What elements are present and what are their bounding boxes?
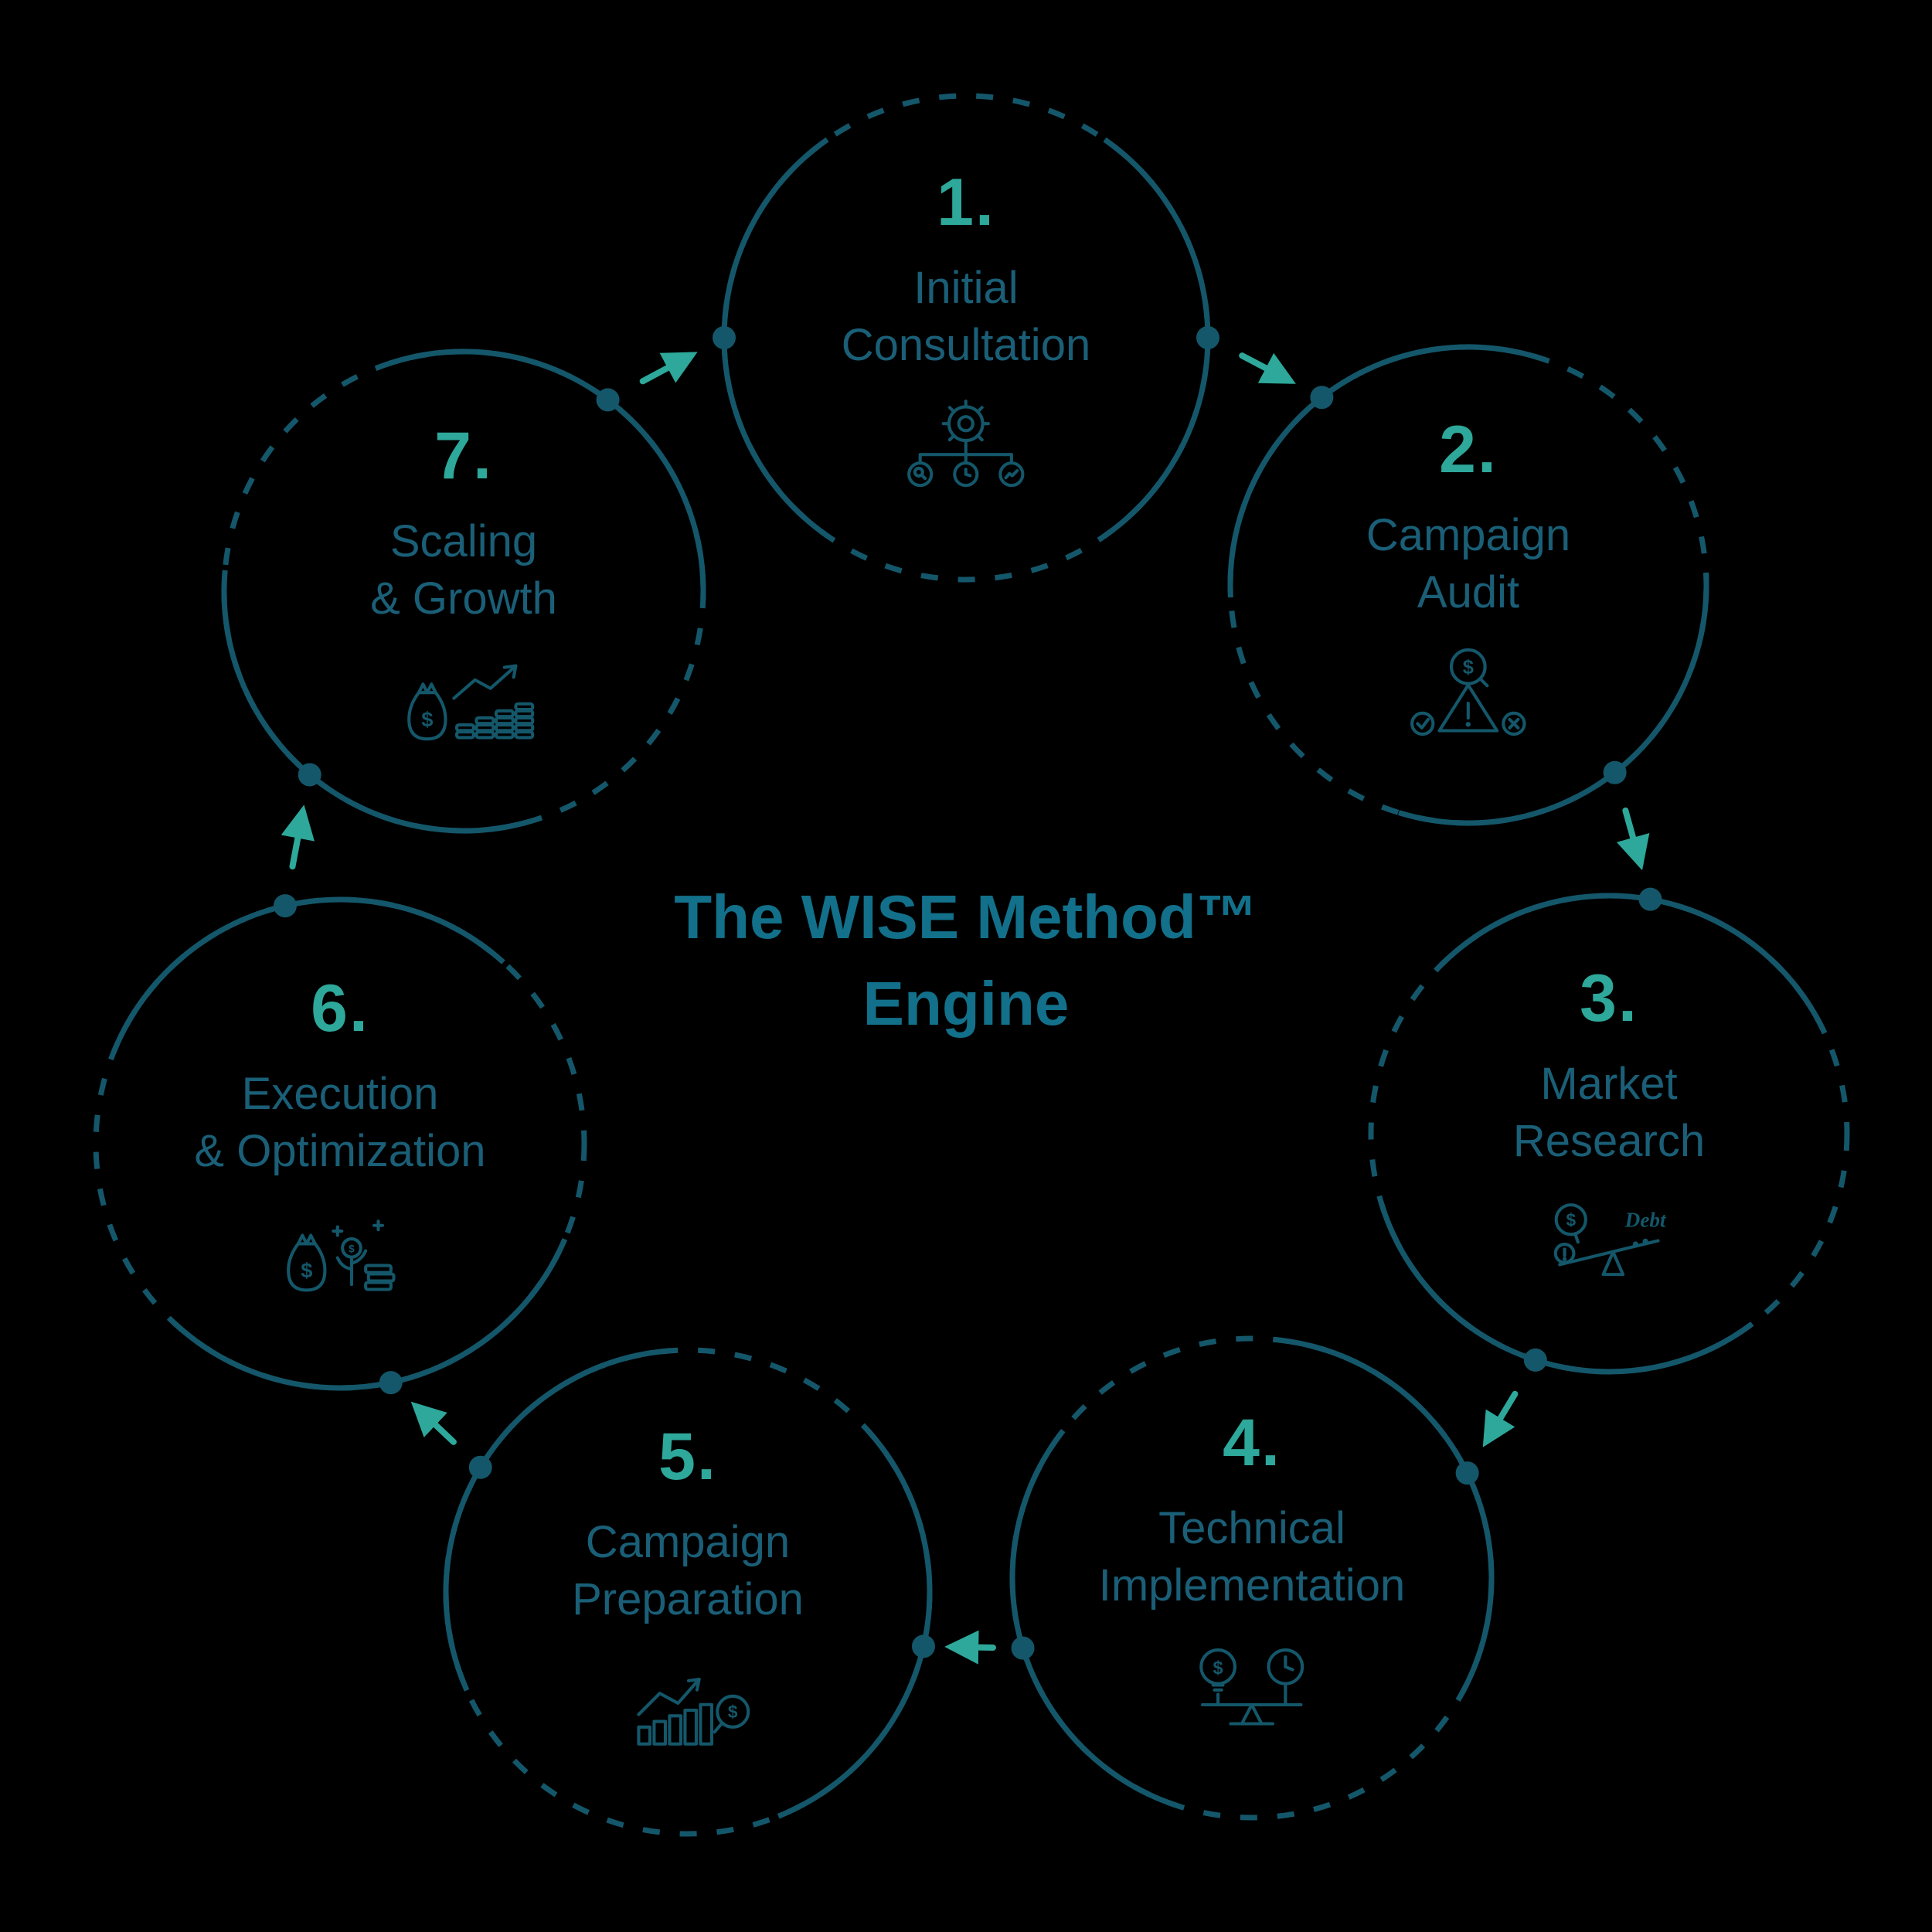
step-label-line: & Growth [370, 573, 557, 624]
step-number: 1. [937, 165, 995, 240]
connector-dot [713, 326, 736, 349]
flow-arrow [944, 1630, 996, 1665]
debt-word: Debt [1624, 1209, 1667, 1232]
step-label-line: Campaign [585, 1516, 791, 1567]
connector-dot [911, 1634, 935, 1658]
connector-dot [1196, 326, 1219, 349]
dollar-glyph: $ [1213, 1658, 1223, 1679]
step-number: 4. [1223, 1405, 1281, 1480]
connector-dot [1455, 1461, 1479, 1485]
step-label-line: Preparation [572, 1574, 804, 1624]
step-label-line: Technical [1158, 1502, 1345, 1553]
connector-dot [1523, 1348, 1547, 1372]
step-campaign-audit: 2. Campaign Audit $ [1366, 412, 1570, 758]
step-initial-consultation: 1. Initial Consultation [842, 165, 1090, 511]
step-label: Market Research [1513, 1056, 1705, 1170]
gear-network-icon [889, 394, 1043, 511]
money-time-balance-icon: $ [1175, 1634, 1329, 1751]
step-scaling-growth: 7. Scaling & Growth $ [370, 418, 557, 764]
step-circle-solid-arc [721, 137, 829, 539]
investment-growth-icon: $ $ [263, 1200, 417, 1317]
money-scaling-icon: $ [386, 648, 541, 764]
diagram-title-line: Engine [862, 969, 1070, 1038]
step-label-line: Scaling [389, 515, 538, 566]
flow-arrow [1482, 1390, 1519, 1447]
connector-dot [273, 894, 297, 918]
step-label-line: Audit [1417, 567, 1520, 617]
flow-arrow [410, 1401, 457, 1445]
dollar-glyph: $ [421, 707, 433, 731]
audit-warning-icon: $ [1391, 641, 1546, 758]
flow-arrow [1239, 352, 1296, 384]
step-label-line: Market [1540, 1058, 1678, 1109]
connector-dot [1310, 386, 1334, 410]
step-label: Scaling & Growth [370, 513, 557, 628]
step-label-line: Campaign [1366, 509, 1571, 560]
step-number: 6. [311, 971, 369, 1046]
step-label-line: & Optimization [194, 1126, 486, 1176]
connector-dot [596, 388, 620, 412]
connector-dot [1603, 760, 1627, 784]
step-market-research: 3. Market Research $ Debt [1513, 961, 1705, 1307]
flow-arrow [639, 352, 698, 385]
step-number: 5. [658, 1419, 717, 1494]
connector-dot [468, 1455, 492, 1479]
step-label: Campaign Preparation [572, 1514, 804, 1628]
connector-dot [298, 763, 321, 787]
step-label-line: Consultation [841, 320, 1091, 370]
step-campaign-preparation: 5. Campaign Preparation $ [572, 1419, 804, 1765]
debt-balance-icon: $ Debt [1532, 1190, 1686, 1307]
step-label-line: Execution [241, 1068, 439, 1119]
step-number: 2. [1439, 412, 1498, 487]
dollar-glyph: $ [301, 1259, 312, 1283]
diagram-title: The WISE Method™ Engine [674, 874, 1258, 1047]
flow-arrow [1616, 807, 1650, 871]
step-label: Execution & Optimization [194, 1066, 485, 1180]
step-execution-optimization: 6. Execution & Optimization $ $ [194, 971, 486, 1317]
step-label: Campaign Audit [1366, 507, 1570, 621]
step-number: 3. [1580, 961, 1638, 1036]
step-number: 7. [434, 418, 493, 493]
dollar-glyph: $ [728, 1702, 738, 1723]
step-circle-solid-arc [1103, 137, 1211, 539]
dollar-glyph: $ [349, 1243, 355, 1255]
growth-chart-search-icon: $ [611, 1648, 765, 1765]
step-label-line: Research [1512, 1116, 1706, 1166]
flow-arrow [281, 804, 315, 870]
connector-dot [1011, 1636, 1035, 1660]
step-label-line: Implementation [1098, 1560, 1406, 1611]
step-label-line: Initial [913, 262, 1019, 313]
connector-dot [379, 1371, 403, 1395]
step-label: Initial Consultation [842, 260, 1090, 374]
connector-dot [1638, 887, 1662, 911]
dollar-glyph: $ [1463, 657, 1474, 679]
diagram-title-line: The WISE Method™ [674, 883, 1258, 951]
step-label: Technical Implementation [1099, 1500, 1406, 1614]
dollar-glyph: $ [1566, 1210, 1577, 1230]
step-technical-implementation: 4. Technical Implementation $ [1099, 1405, 1406, 1751]
